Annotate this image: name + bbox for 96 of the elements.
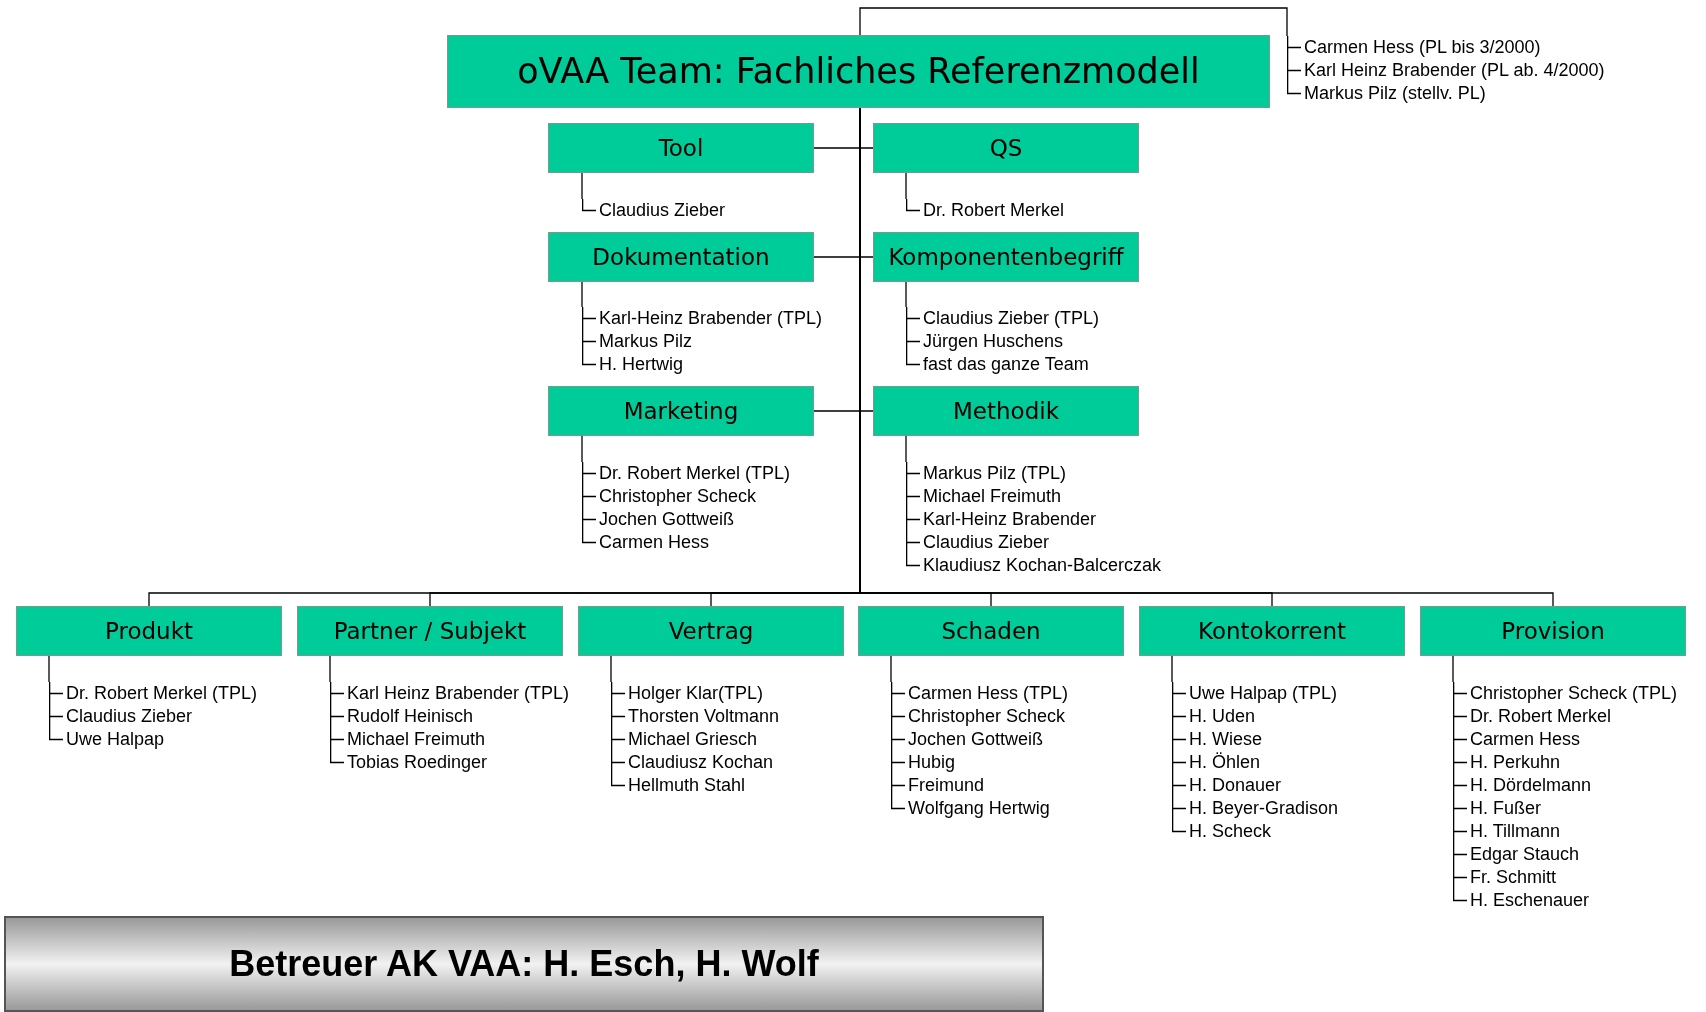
member-name: Dr. Robert Merkel bbox=[1470, 705, 1612, 728]
team-box bbox=[1139, 606, 1405, 656]
member-name: Claudius Zieber bbox=[599, 199, 726, 222]
member-name: Hubig bbox=[908, 751, 956, 774]
team-box bbox=[873, 386, 1139, 436]
member-name: Hellmuth Stahl bbox=[628, 774, 746, 797]
member-name: Karl-Heinz Brabender bbox=[923, 508, 1097, 531]
team-box bbox=[548, 123, 814, 173]
team-box bbox=[873, 232, 1139, 282]
member-name: Jochen Gottweiß bbox=[908, 728, 1044, 751]
member-name: Klaudiusz Kochan-Balcerczak bbox=[923, 554, 1162, 577]
member-name: H. Tillmann bbox=[1470, 820, 1561, 843]
connector-line bbox=[905, 281, 907, 308]
connector-line bbox=[859, 7, 1288, 37]
connector-line bbox=[1171, 655, 1173, 683]
connector-line bbox=[890, 655, 892, 683]
banner bbox=[4, 916, 1044, 1012]
title-box bbox=[447, 35, 1270, 108]
member-name: Michael Griesch bbox=[628, 728, 758, 751]
member-name: Markus Pilz (TPL) bbox=[923, 462, 1066, 485]
member-name: H. Öhlen bbox=[1189, 751, 1261, 774]
connector-line bbox=[610, 655, 612, 683]
member-name: Freimund bbox=[908, 774, 985, 797]
member-name: Christopher Scheck bbox=[908, 705, 1066, 728]
member-name: Jochen Gottweiß bbox=[599, 508, 735, 531]
team-name: Produkt bbox=[105, 616, 193, 646]
team-name: Schaden bbox=[941, 616, 1041, 646]
member-name: Edgar Stauch bbox=[1470, 843, 1580, 866]
team-box bbox=[873, 123, 1139, 173]
member-name: H. Perkuhn bbox=[1470, 751, 1561, 774]
team-box bbox=[548, 232, 814, 282]
member-name: Michael Freimuth bbox=[923, 485, 1062, 508]
member-name: H. Scheck bbox=[1189, 820, 1272, 843]
team-name: Provision bbox=[1501, 616, 1605, 646]
member-name: H. Hertwig bbox=[599, 353, 683, 376]
member-name: Carmen Hess (PL bis 3/2000) bbox=[1304, 36, 1541, 59]
member-name: H. Wiese bbox=[1189, 728, 1262, 751]
member-name: H. Donauer bbox=[1189, 774, 1282, 797]
team-name: Kontokorrent bbox=[1198, 616, 1346, 646]
member-name: fast das ganze Team bbox=[923, 353, 1089, 376]
connector-line bbox=[581, 172, 583, 200]
member-name: Claudius Zieber bbox=[923, 531, 1050, 554]
connector-line bbox=[48, 655, 50, 683]
member-name: H. Dördelmann bbox=[1470, 774, 1592, 797]
member-name: Dr. Robert Merkel (TPL) bbox=[66, 682, 258, 705]
team-name: Partner / Subjekt bbox=[333, 616, 527, 646]
connector-line bbox=[581, 281, 583, 308]
connector-line bbox=[581, 435, 583, 463]
team-name: Vertrag bbox=[668, 616, 754, 646]
member-name: H. Beyer-Gradison bbox=[1189, 797, 1339, 820]
member-name: Fr. Schmitt bbox=[1470, 866, 1556, 889]
team-box bbox=[297, 606, 563, 656]
member-name: Uwe Halpap (TPL) bbox=[1189, 682, 1338, 705]
title-text: oVAA Team: Fachliches Referenzmodell bbox=[517, 50, 1200, 94]
member-name: Christopher Scheck bbox=[599, 485, 757, 508]
team-box bbox=[578, 606, 844, 656]
connector-line bbox=[905, 172, 907, 200]
team-name: Dokumentation bbox=[592, 242, 770, 272]
member-name: Claudiusz Kochan bbox=[628, 751, 774, 774]
member-name: H. Fußer bbox=[1470, 797, 1541, 820]
member-name: H. Eschenauer bbox=[1470, 889, 1590, 912]
member-name: Markus Pilz (stellv. PL) bbox=[1304, 82, 1486, 105]
team-box bbox=[548, 386, 814, 436]
member-name: Karl-Heinz Brabender (TPL) bbox=[599, 307, 823, 330]
team-name: Tool bbox=[658, 133, 704, 163]
member-name: Tobias Roedinger bbox=[347, 751, 488, 774]
connector-line bbox=[1452, 655, 1454, 683]
member-name: Thorsten Voltmann bbox=[628, 705, 780, 728]
banner-text: Betreuer AK VAA: H. Esch, H. Wolf bbox=[229, 942, 819, 986]
member-name: Rudolf Heinisch bbox=[347, 705, 474, 728]
member-name: Dr. Robert Merkel bbox=[923, 199, 1065, 222]
member-name: Karl Heinz Brabender (TPL) bbox=[347, 682, 570, 705]
team-box bbox=[16, 606, 282, 656]
member-name: Christopher Scheck (TPL) bbox=[1470, 682, 1678, 705]
member-name: Claudius Zieber bbox=[66, 705, 193, 728]
team-name: Komponentenbegriff bbox=[888, 242, 1124, 272]
team-box bbox=[1420, 606, 1686, 656]
member-name: H. Uden bbox=[1189, 705, 1256, 728]
member-name: Michael Freimuth bbox=[347, 728, 486, 751]
member-name: Jürgen Huschens bbox=[923, 330, 1064, 353]
member-name: Markus Pilz bbox=[599, 330, 692, 353]
member-name: Carmen Hess bbox=[1470, 728, 1581, 751]
member-name: Carmen Hess (TPL) bbox=[908, 682, 1069, 705]
team-name: Marketing bbox=[623, 396, 739, 426]
member-name: Wolfgang Hertwig bbox=[908, 797, 1050, 820]
connector-line bbox=[329, 655, 331, 683]
team-name: Methodik bbox=[953, 396, 1059, 426]
member-name: Karl Heinz Brabender (PL ab. 4/2000) bbox=[1304, 59, 1605, 82]
connector-line bbox=[905, 435, 907, 463]
member-name: Claudius Zieber (TPL) bbox=[923, 307, 1100, 330]
member-name: Carmen Hess bbox=[599, 531, 710, 554]
member-name: Holger Klar(TPL) bbox=[628, 682, 764, 705]
member-name: Dr. Robert Merkel (TPL) bbox=[599, 462, 791, 485]
member-name: Uwe Halpap bbox=[66, 728, 165, 751]
team-name: QS bbox=[989, 133, 1023, 163]
team-box bbox=[858, 606, 1124, 656]
